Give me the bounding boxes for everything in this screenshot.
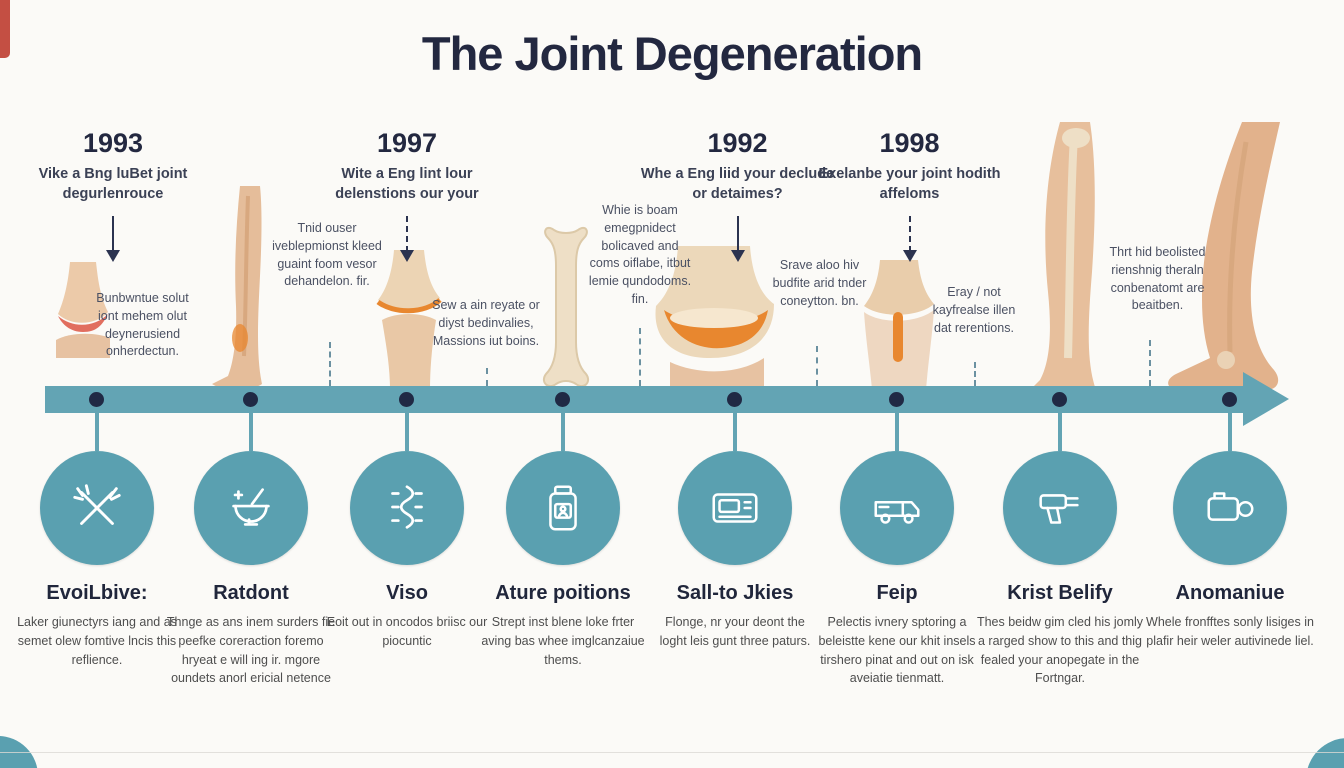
thin-leg-illustration xyxy=(212,186,262,390)
note-block: Bunbwntue solut iont mehem olut deynerus… xyxy=(96,291,189,359)
stage-node-2 xyxy=(194,451,308,565)
stage-column-8: Anomaniue Whele fronfftes sonly lisiges … xyxy=(1143,582,1317,651)
stage-node-4 xyxy=(506,451,620,565)
crossed-utensils-icon xyxy=(73,484,121,525)
stage-body: Strept inst blene loke frter aving bas w… xyxy=(481,615,645,667)
leg-and-foot-illustration xyxy=(1168,122,1280,390)
milestone-subtitle: Exelanbe your joint hodith affeloms xyxy=(818,166,1001,202)
node-stem xyxy=(561,413,565,451)
milestone-1997: 1997 Wite a Eng lint lour delenstions ou… xyxy=(307,128,507,264)
dashed-connector xyxy=(816,346,818,386)
spine-icon xyxy=(391,485,423,529)
stage-column-2: Ratdont Thnge as ans inem surders fie pe… xyxy=(166,582,336,688)
milestone-1993: 1993 Vike a Bng luBet joint degurlenrouc… xyxy=(18,128,208,264)
stage-node-7 xyxy=(1003,451,1117,565)
stage-body: Thes beidw gim cled his jomly a rarged s… xyxy=(976,615,1144,686)
note-block: Thrt hid beolisted rienshnig theraln con… xyxy=(1109,245,1206,313)
card-terminal-icon xyxy=(712,493,758,523)
node-stem xyxy=(1228,413,1232,451)
down-arrow-solid-icon xyxy=(730,216,745,263)
bone-illustration xyxy=(542,226,590,388)
stage-heading: Feip xyxy=(876,582,918,604)
knee-cross-section-illustration xyxy=(655,246,774,392)
note-block: Srave aloo hiv budfite arid tnder coneyt… xyxy=(772,258,867,308)
inflamed-knee-illustration xyxy=(56,262,110,358)
down-arrow-dashed-icon xyxy=(902,216,917,263)
milestone-year: 1992 xyxy=(707,128,768,158)
node-stem xyxy=(733,413,737,451)
mortar-bowl-icon xyxy=(232,488,270,526)
stage-column-3: Viso Eoit out in oncodos briisc our pioc… xyxy=(322,582,492,651)
stage-column-5: Sall-to Jkies Flonge, nr your deont the … xyxy=(650,582,820,651)
stage-heading: Krist Belify xyxy=(1007,582,1113,604)
stage-body: Pelectis ivnery sptoring a beleistte ken… xyxy=(818,615,976,686)
drill-icon xyxy=(1039,494,1079,524)
down-arrow-dashed-icon xyxy=(400,216,414,263)
dashed-connector xyxy=(1149,340,1151,386)
van-icon xyxy=(874,500,920,524)
bottom-divider-line xyxy=(0,752,1344,753)
node-stem xyxy=(895,413,899,451)
note-block: Eray / not kayfrealse illen dat rerentio… xyxy=(932,285,1016,335)
stage-column-1: EvoiLbive: Laker giunectyrs iang and as … xyxy=(12,582,182,669)
timeline-dot xyxy=(89,392,104,407)
node-stem xyxy=(95,413,99,451)
milestone-subtitle: Whe a Eng liid your declude or detaimes? xyxy=(640,166,835,202)
lower-leg-illustration xyxy=(1030,122,1096,394)
timeline-dot xyxy=(727,392,742,407)
timeline-dot xyxy=(1052,392,1067,407)
node-stem xyxy=(249,413,253,451)
note-block: Tnid ouser iveblepmionst kleed guaint fo… xyxy=(272,221,382,289)
stage-heading: Sall-to Jkies xyxy=(676,582,794,604)
left-edge-red-sliver xyxy=(0,0,10,58)
stage-body: Flonge, nr your deont the loght leis gun… xyxy=(659,615,811,648)
timeline-arrowhead xyxy=(1243,372,1289,426)
stage-node-5 xyxy=(678,451,792,565)
milestone-1992: 1992 Whe a Eng liid your declude or deta… xyxy=(640,128,835,264)
dashed-connector xyxy=(329,342,331,386)
stage-node-1 xyxy=(40,451,154,565)
stage-node-3 xyxy=(350,451,464,565)
timeline-dot xyxy=(399,392,414,407)
milestone-1998: 1998 Exelanbe your joint hodith affeloms xyxy=(817,128,1002,264)
milestone-year: 1997 xyxy=(376,128,438,158)
stage-heading: Ature poitions xyxy=(495,582,631,604)
stage-heading: Viso xyxy=(386,582,428,604)
node-stem xyxy=(1058,413,1062,451)
medicine-jar-icon xyxy=(549,485,577,531)
stage-body: Whele fronfftes sonly lisiges in plafir … xyxy=(1146,615,1314,648)
node-stem xyxy=(405,413,409,451)
bottom-right-teal-corner xyxy=(1306,738,1344,768)
milestone-year: 1998 xyxy=(879,128,940,158)
dashed-connector xyxy=(974,362,976,386)
stage-column-6: Feip Pelectis ivnery sptoring a beleistt… xyxy=(812,582,982,688)
stage-column-4: Ature poitions Strept inst blene loke fr… xyxy=(478,582,648,669)
knee-ligament-illustration xyxy=(864,260,934,390)
down-arrow-solid-icon xyxy=(106,216,120,263)
dashed-connector xyxy=(486,368,488,386)
camera-icon xyxy=(1207,492,1254,521)
milestone-year: 1993 xyxy=(82,128,144,158)
milestone-subtitle: Vike a Bng luBet joint degurlenrouce xyxy=(38,166,188,202)
stage-heading: Anomaniue xyxy=(1175,582,1285,604)
knee-joint-illustration xyxy=(376,250,442,390)
stage-body: Laker giunectyrs iang and as semet olew … xyxy=(17,615,177,667)
timeline-dot xyxy=(1222,392,1237,407)
stage-column-7: Krist Belify Thes beidw gim cled his jom… xyxy=(975,582,1145,688)
milestone-subtitle: Wite a Eng lint lour delenstions our you… xyxy=(335,166,479,202)
timeline-dot xyxy=(243,392,258,407)
note-block: Sew a ain reyate or diyst bedinvalies, M… xyxy=(432,298,540,348)
timeline-dot xyxy=(555,392,570,407)
stage-body: Eoit out in oncodos briisc our piocuntic xyxy=(326,615,488,648)
timeline-dot xyxy=(889,392,904,407)
stage-body: Thnge as ans inem surders fie peefke cor… xyxy=(166,615,336,686)
note-block: Whie is boam emegpnidect bolicaved and c… xyxy=(588,203,692,306)
page-title: The Joint Degeneration xyxy=(421,27,923,80)
stage-node-8 xyxy=(1173,451,1287,565)
dashed-connector xyxy=(639,328,641,386)
stage-heading: EvoiLbive: xyxy=(46,582,148,604)
stage-node-6 xyxy=(840,451,954,565)
stage-heading: Ratdont xyxy=(213,582,289,604)
